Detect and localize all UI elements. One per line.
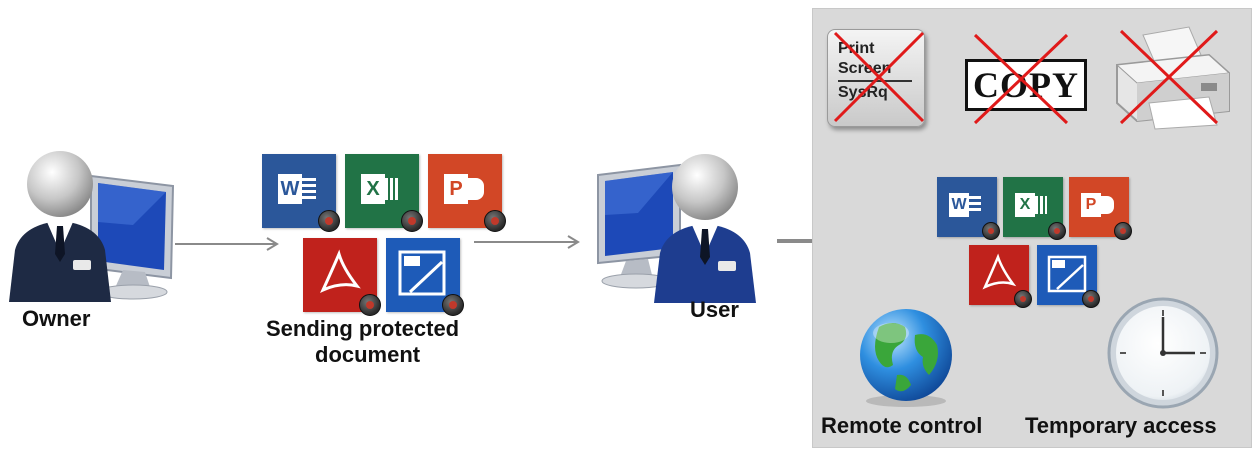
lock-icon [982, 222, 1000, 240]
lock-icon [1048, 222, 1066, 240]
image-icon [1037, 245, 1100, 308]
acrobat-icon [982, 253, 1017, 290]
word-icon: W [262, 154, 340, 232]
owner-label: Owner [22, 306, 91, 331]
person-computer-icon [9, 151, 175, 302]
excel-icon: X [345, 154, 423, 232]
globe-icon [860, 309, 952, 407]
sending-label-line1: Sending protected [266, 316, 460, 341]
lock-icon [442, 294, 464, 316]
excel-icon: X [1003, 177, 1066, 240]
arrow-right-icon [175, 237, 279, 251]
lock-icon [1114, 222, 1132, 240]
picture-icon [398, 250, 446, 296]
copy-stamp-icon: COPY [965, 59, 1087, 111]
printer-icon [1115, 26, 1231, 130]
sending-label-line2: document [315, 342, 421, 367]
red-x-icon [833, 31, 925, 123]
acrobat-icon [320, 249, 361, 293]
powerpoint-icon: P [1069, 177, 1132, 240]
image-icon [386, 238, 464, 316]
lock-icon [401, 210, 423, 232]
pdf-icon [303, 238, 381, 316]
person-computer-icon [597, 154, 756, 303]
red-x-icon [973, 33, 1069, 125]
document-tiles-group: W X P [262, 154, 506, 316]
pdf-icon [969, 245, 1032, 308]
owner-figure [5, 130, 185, 310]
user-label: User [690, 297, 739, 322]
arrow-right-icon [474, 235, 580, 249]
word-icon: W [937, 177, 1000, 240]
lock-icon [484, 210, 506, 232]
lock-icon [318, 210, 340, 232]
lock-icon [1014, 290, 1032, 308]
red-x-icon [1119, 29, 1219, 125]
temporary-access-label: Temporary access [1025, 413, 1217, 438]
remote-control-label: Remote control [821, 413, 983, 438]
lock-icon [1082, 290, 1100, 308]
powerpoint-icon: P [428, 154, 506, 232]
protection-panel: Print Screen SysRq COPY W X P [812, 8, 1252, 448]
picture-icon [1047, 255, 1087, 293]
lock-icon [359, 294, 381, 316]
user-figure [588, 135, 778, 305]
clock-icon [1107, 297, 1219, 409]
